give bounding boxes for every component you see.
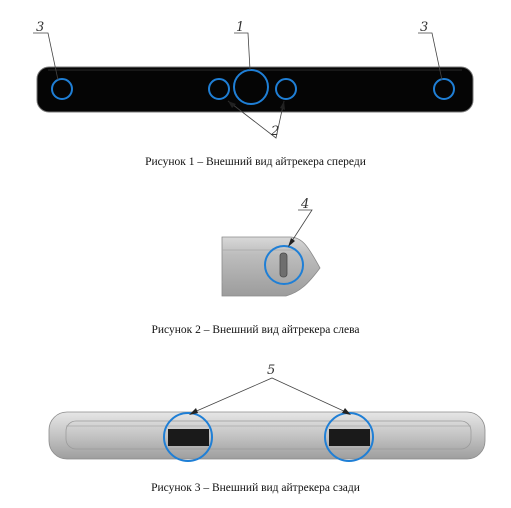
figure-1-caption: Рисунок 1 – Внешний вид айтрекера сперед… (145, 156, 366, 168)
usb-port-highlight-circle (264, 245, 304, 285)
ir-illuminator-right-circle (433, 78, 455, 100)
ir-illuminator-left-circle (51, 78, 73, 100)
camera-lens-center-circle (233, 69, 269, 105)
figure-2-caption: Рисунок 2 – Внешний вид айтрекера слева (151, 324, 360, 336)
figure-3-caption: Рисунок 3 – Внешний вид айтрекера сзади (151, 482, 360, 494)
leader-arrow-5b (342, 408, 351, 415)
sensor-left-circle (208, 78, 230, 100)
figure-2-left-view: 4 (221, 197, 321, 297)
back-mount-pad-right (329, 429, 370, 446)
mount-pad-left-highlight-circle (163, 412, 213, 462)
usb-port-slot (279, 252, 288, 278)
callout-number-3-right: 3 (420, 20, 428, 35)
sensor-right-circle (275, 78, 297, 100)
leader-arrow-4 (288, 238, 295, 247)
leader-line-5 (191, 377, 349, 414)
leader-line-3-right (418, 32, 443, 81)
figure-3-back-view: 5 (48, 363, 486, 462)
leader-line-3-left (33, 32, 59, 81)
leader-arrow-2a (228, 101, 236, 108)
callout-number-4: 4 (300, 197, 309, 212)
leader-arrow-5a (189, 408, 198, 415)
callout-number-5: 5 (267, 363, 275, 378)
eyetracker-side-body (221, 236, 321, 297)
leader-arrow-2b (280, 101, 285, 110)
leader-line-4 (289, 209, 313, 245)
figure-1-front-view: 3 1 3 2 (33, 20, 474, 139)
callout-number-1: 1 (236, 20, 244, 35)
callout-number-3-left: 3 (36, 20, 44, 35)
callout-number-2: 2 (270, 124, 279, 139)
back-mount-pad-left (168, 429, 209, 446)
leader-line-1 (234, 32, 251, 71)
leader-line-2 (227, 100, 285, 139)
eyetracker-back-body (48, 411, 486, 460)
eyetracker-front-body (36, 66, 474, 113)
back-inner-panel (65, 420, 472, 450)
